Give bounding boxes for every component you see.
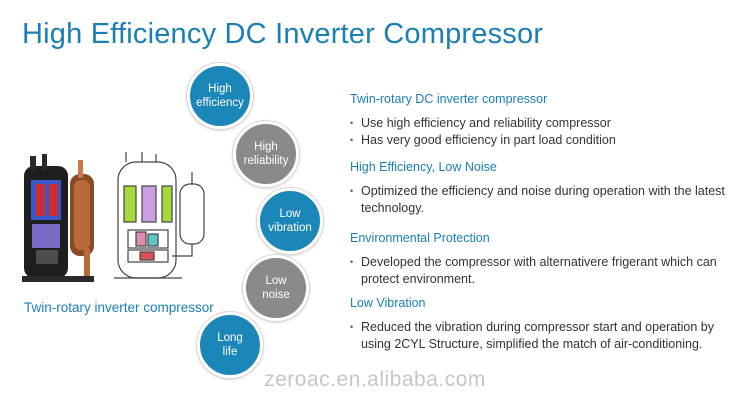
watermark: zeroac.en.alibaba.com — [264, 368, 486, 391]
section-low-vibration: Low Vibration Reduced the vibration duri… — [350, 296, 730, 353]
section-heading: Twin-rotary DC inverter compressor — [350, 92, 548, 106]
section-heading: High Efficiency, Low Noise — [350, 160, 497, 174]
section-high-efficiency: High Efficiency, Low Noise Optimized the… — [350, 160, 730, 217]
compressor-photo — [22, 154, 94, 282]
compressor-illustration — [22, 152, 205, 282]
feature-list: Use high efficiency and reliability comp… — [350, 115, 730, 149]
feature-list: Reduced the vibration during compressor … — [350, 319, 730, 353]
list-item: Has very good efficiency in part load co… — [350, 132, 730, 149]
section-environmental: Environmental Protection Developed the c… — [350, 231, 730, 288]
section-twin-rotary: Twin-rotary DC inverter compressor Use h… — [350, 92, 730, 149]
page-title: High Efficiency DC Inverter Compressor — [22, 18, 544, 50]
feature-list: Developed the compressor with alternativ… — [350, 254, 730, 288]
compressor-caption: Twin-rotary inverter compressor — [24, 300, 214, 315]
list-item: Optimized the efficiency and noise durin… — [350, 183, 730, 217]
section-heading: Environmental Protection — [350, 231, 490, 245]
list-item: Reduced the vibration during compressor … — [350, 319, 730, 353]
feature-list: Optimized the efficiency and noise durin… — [350, 183, 730, 217]
list-item: Use high efficiency and reliability comp… — [350, 115, 730, 132]
list-item: Developed the compressor with alternativ… — [350, 254, 730, 288]
section-heading: Low Vibration — [350, 296, 426, 310]
compressor-schematic — [114, 152, 205, 279]
